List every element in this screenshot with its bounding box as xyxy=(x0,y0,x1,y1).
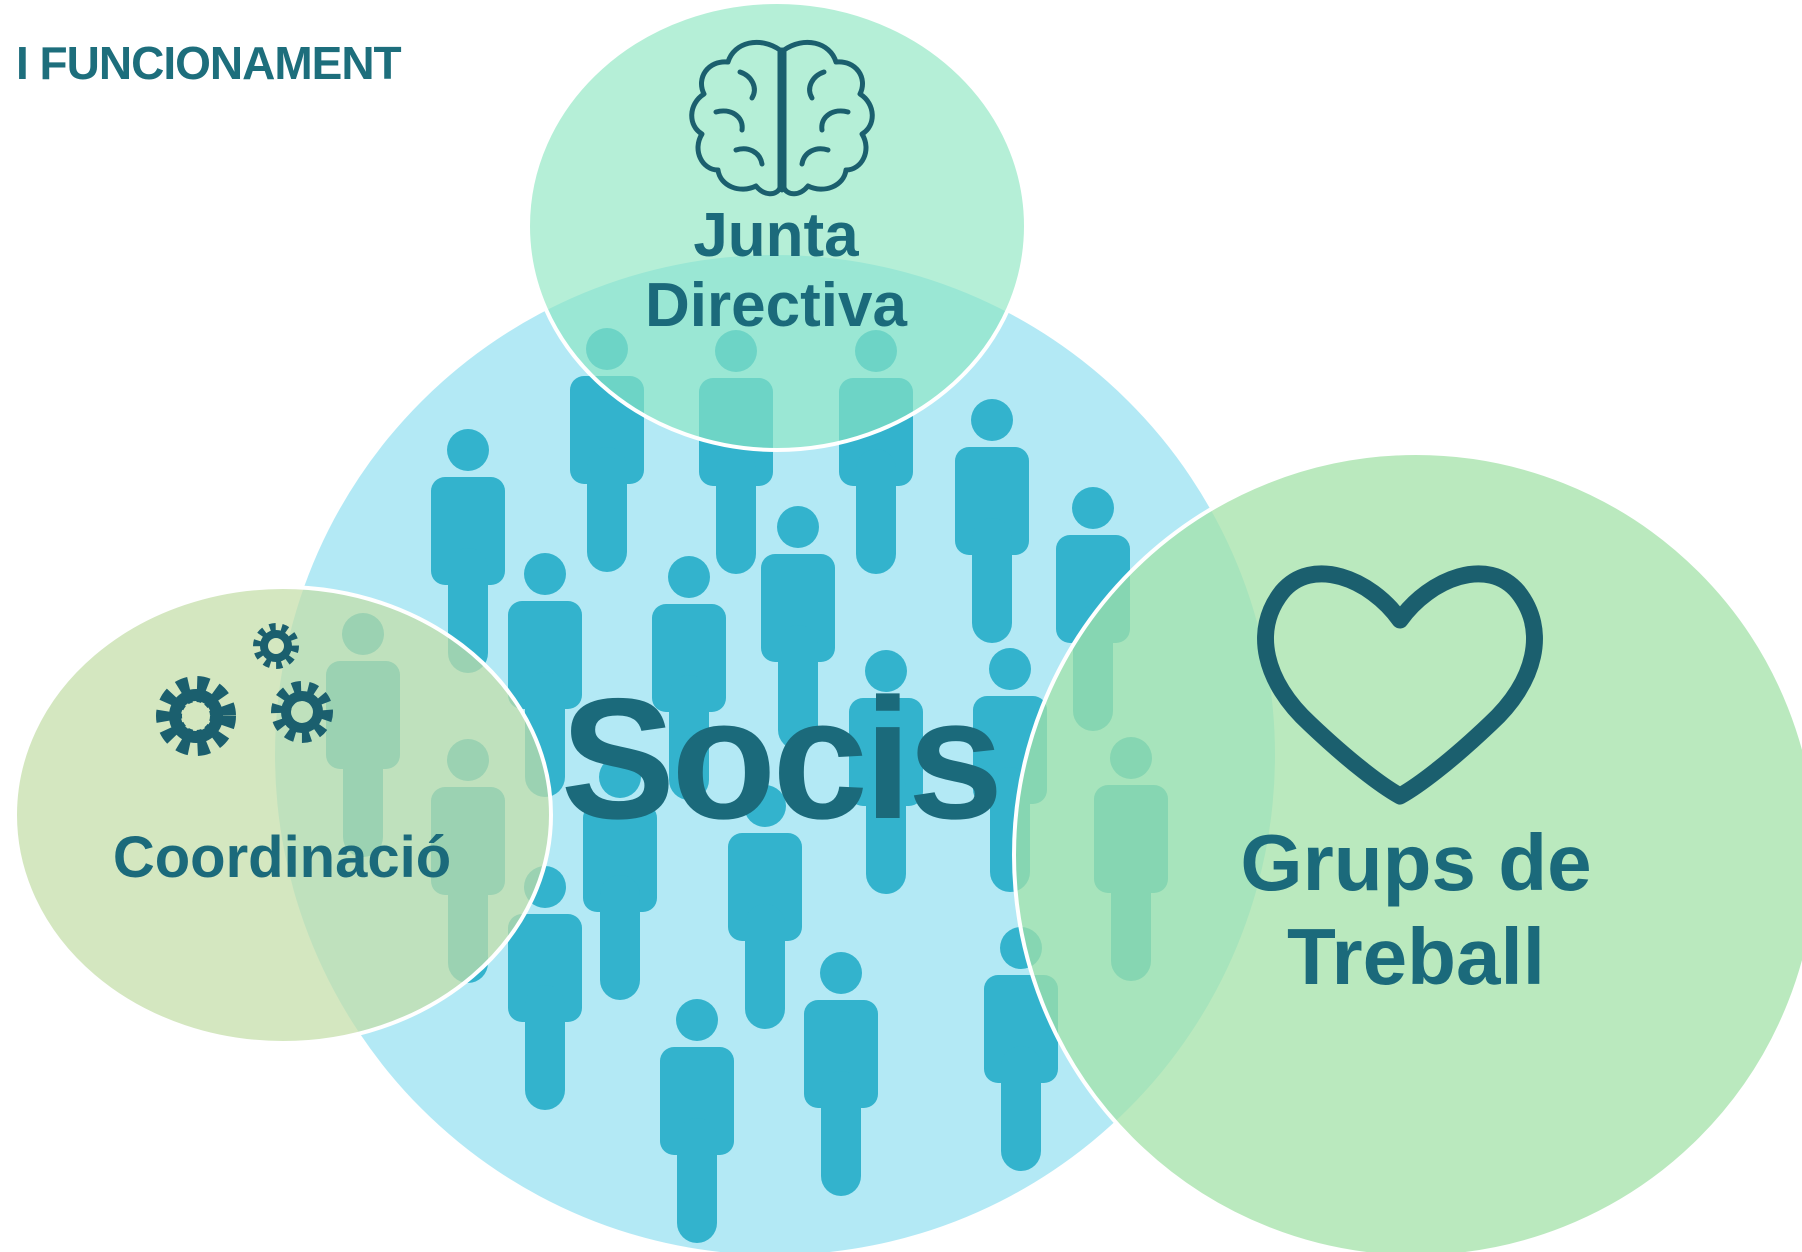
junta-label-line2: Directiva xyxy=(645,271,907,340)
coordinacio-circle xyxy=(13,585,553,1045)
coordinacio-label: Coordinació xyxy=(113,825,451,890)
gears-icon xyxy=(156,623,333,756)
heart-icon xyxy=(1257,565,1543,805)
grups-label-line1: Grups de xyxy=(1240,818,1591,907)
socis-label: Socis xyxy=(561,663,1000,855)
grups-de-treball-circle xyxy=(1012,451,1802,1252)
junta-label-line1: Junta xyxy=(693,201,859,270)
page-title: I FUNCIONAMENT xyxy=(16,37,402,89)
junta-directiva-circle xyxy=(526,0,1028,452)
brain-icon xyxy=(689,39,875,197)
grups-label-line2: Treball xyxy=(1287,912,1545,1001)
